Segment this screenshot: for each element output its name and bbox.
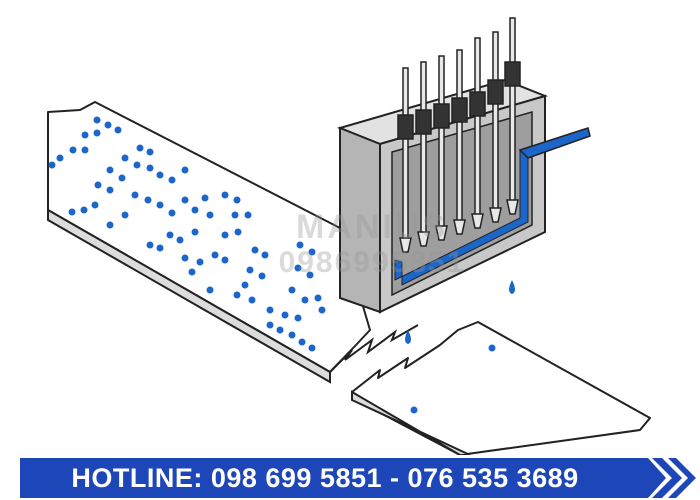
pin-4 bbox=[451, 49, 468, 235]
braille-dots-right bbox=[410, 344, 496, 414]
braille-embossing-illustration bbox=[47, 17, 651, 455]
embossing-pins bbox=[397, 17, 521, 253]
paper-strip-left bbox=[47, 101, 419, 384]
paper-strip-right bbox=[351, 321, 651, 455]
pin-7 bbox=[504, 17, 521, 215]
pin-5 bbox=[469, 37, 486, 229]
banner-stripe-decoration bbox=[630, 458, 696, 498]
hotline-text: HOTLINE: 098 699 5851 - 076 535 3689 bbox=[20, 458, 630, 498]
ink-droplets bbox=[405, 280, 515, 344]
braille-dots bbox=[48, 116, 326, 352]
pin-6 bbox=[487, 31, 504, 223]
pin-3 bbox=[433, 55, 450, 241]
pin-2 bbox=[415, 61, 432, 247]
pin-1 bbox=[397, 67, 414, 253]
